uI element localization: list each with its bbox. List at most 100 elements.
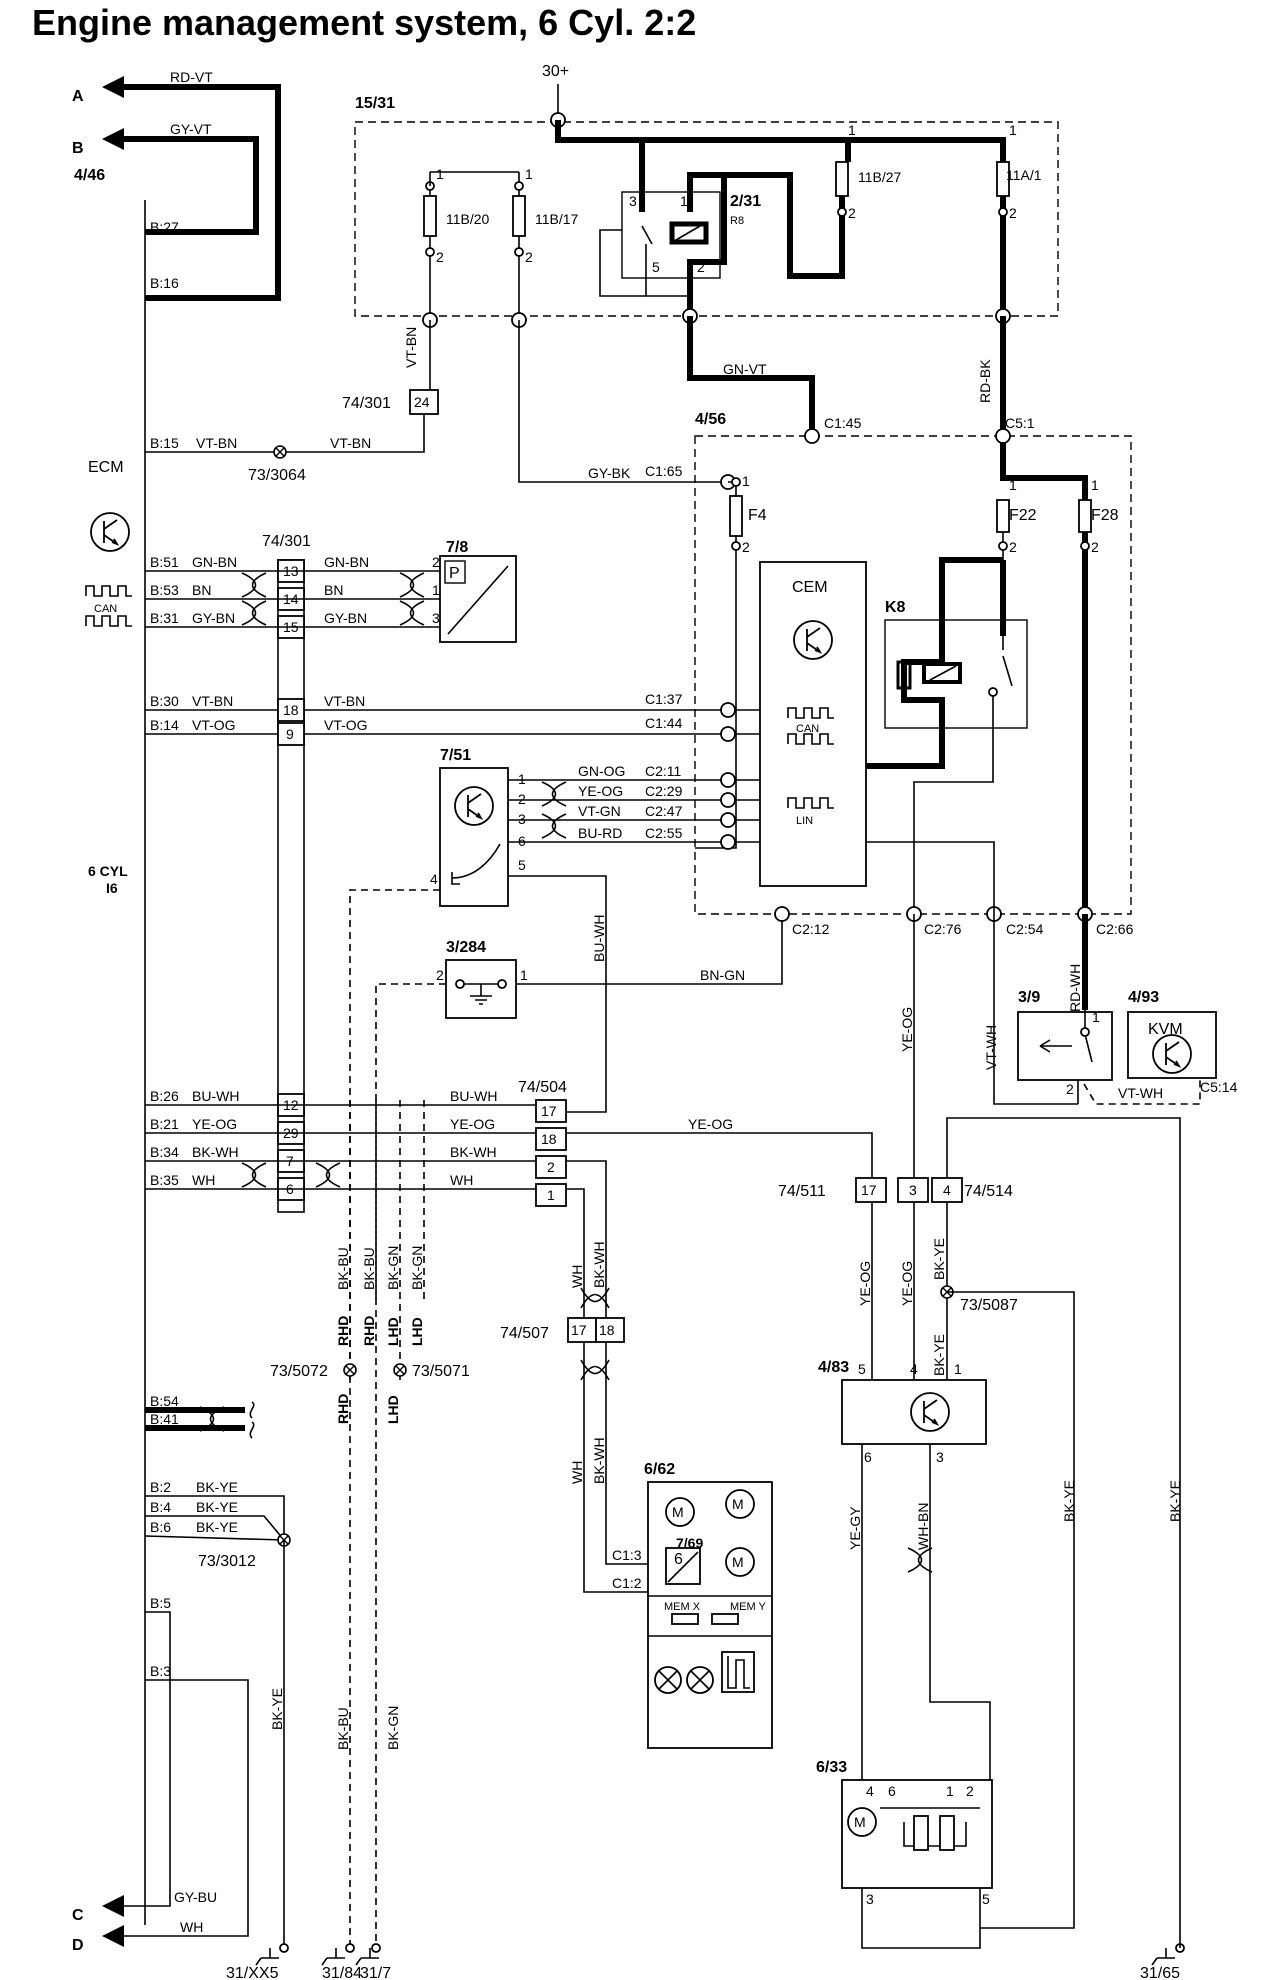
svg-text:2: 2: [525, 249, 533, 265]
pin-b27: B:27: [150, 219, 179, 235]
svg-text:2: 2: [547, 1159, 555, 1175]
svg-text:2: 2: [432, 554, 440, 570]
wire-rd-wh-label: RD-WH: [1067, 964, 1083, 1012]
wire-bk-ye-bundle: [144, 1495, 285, 1541]
svg-text:M: M: [672, 1504, 684, 1520]
wire-wh-1: WH: [192, 1172, 215, 1188]
wire-ye-og-3: YE-OG: [688, 1116, 733, 1132]
fuse-11a1: 1 2 11A/1: [995, 122, 1042, 324]
wire-vt-bn-1: VT-BN: [196, 435, 237, 451]
wire-bk-wh-vertical-2: BK-WH: [591, 1437, 607, 1484]
svg-text:LIN: LIN: [796, 815, 813, 827]
svg-text:3/9: 3/9: [1018, 989, 1040, 1006]
wire-ye-og-751: YE-OG: [578, 783, 623, 799]
fuse-11b27: 1 2 11B/27: [724, 122, 902, 279]
engine-type-label: I6: [106, 880, 118, 896]
svg-text:1: 1: [525, 166, 533, 182]
svg-text:6/62: 6/62: [644, 1461, 675, 1478]
wire-bk-wh-2: BK-WH: [450, 1144, 497, 1160]
arrow-c-icon: [102, 1895, 124, 1917]
wire-bu-wh-751: [508, 875, 607, 1113]
svg-text:7/69: 7/69: [676, 1535, 703, 1551]
svg-text:1: 1: [946, 1783, 954, 1799]
wire-gy-bk-label: GY-BK: [588, 465, 631, 481]
svg-text:4: 4: [430, 871, 438, 887]
lin-wires: [508, 779, 760, 843]
svg-text:6: 6: [888, 1783, 896, 1799]
wire-vt-bn-vertical: VT-BN: [403, 327, 419, 368]
page-title: Engine management system, 6 Cyl. 2:2: [32, 2, 697, 43]
svg-text:1: 1: [520, 967, 528, 983]
svg-text:5: 5: [518, 857, 526, 873]
splice-5071-label: 73/5071: [412, 1363, 470, 1380]
wire-ye-og-2: YE-OG: [450, 1116, 495, 1132]
wire-bk-ye-2: BK-YE: [196, 1499, 238, 1515]
pin-c2-29: C2:29: [645, 783, 683, 799]
svg-text:7/8: 7/8: [446, 539, 468, 556]
sensor-7-51: 7/51 1 2 3 6 5 4: [430, 747, 526, 907]
svg-text:2: 2: [518, 791, 526, 807]
splice-5072-icon: [343, 1363, 357, 1377]
wire-bu-wh-vertical: BU-WH: [591, 915, 607, 962]
wire-6-33-bottom: [861, 1888, 981, 1949]
svg-text:17: 17: [861, 1182, 877, 1198]
wire-b5-b3: [122, 1611, 249, 1937]
twist-483-icon: [907, 1547, 933, 1573]
wire-wh-d: WH: [180, 1919, 203, 1935]
wire-vt-wh: [993, 914, 1078, 1105]
svg-text:1: 1: [1009, 477, 1017, 493]
wire-gy-vt: GY-VT: [170, 121, 212, 137]
pin-b5: B:5: [150, 1595, 171, 1611]
pin-c2-54: C2:54: [1006, 921, 1044, 937]
svg-text:11B/27: 11B/27: [858, 169, 902, 185]
svg-text:4/93: 4/93: [1128, 989, 1159, 1006]
svg-text:1: 1: [680, 193, 688, 209]
wire-rd-vt: RD-VT: [170, 69, 213, 85]
pin-c5-1: C5:1: [1005, 415, 1035, 431]
wire-ye-og-514: YE-OG: [899, 1261, 915, 1306]
wire-gy-bk: [518, 320, 728, 483]
wire-bu-rd: BU-RD: [578, 825, 622, 841]
svg-text:1: 1: [848, 122, 856, 138]
svg-text:2: 2: [697, 259, 705, 275]
connector-74-301-top-label: 74/301: [342, 395, 391, 412]
pin-c1-45: C1:45: [824, 415, 862, 431]
wire-bu-wh-1: BU-WH: [192, 1088, 239, 1104]
pin-b14: B:14: [150, 717, 179, 733]
svg-text:2/31: 2/31: [730, 193, 761, 210]
sensor-7-8: P 7/8 2 1 3: [432, 539, 517, 643]
cem-box-label: 4/56: [695, 411, 726, 428]
svg-text:2: 2: [1091, 539, 1099, 555]
cem-lin-icon: LIN: [787, 797, 834, 827]
connector-74-504-label: 74/504: [518, 1079, 567, 1096]
wire-gn-bn-1: GN-BN: [192, 554, 237, 570]
svg-text:3: 3: [936, 1449, 944, 1465]
wire-bn-gn-label: BN-GN: [700, 967, 745, 983]
rhd-label-3: RHD: [335, 1394, 351, 1424]
svg-text:C1:3: C1:3: [612, 1547, 642, 1563]
pin-c1-44: C1:44: [645, 715, 683, 731]
wire-bk-gn-low: BK-GN: [385, 1706, 401, 1750]
wire-bk-wh-and-wh: [145, 1160, 536, 1190]
svg-text:C1:2: C1:2: [612, 1575, 642, 1591]
svg-text:3: 3: [909, 1182, 917, 1198]
splice-5072-label: 73/5072: [270, 1363, 328, 1380]
wires-4-83-down: [861, 1444, 991, 1780]
svg-text:F22: F22: [1009, 507, 1037, 524]
wire-bk-wh-1: BK-WH: [192, 1144, 239, 1160]
wire-bu-wh-2: BU-WH: [450, 1088, 497, 1104]
pin-c2-12: C2:12: [792, 921, 830, 937]
svg-text:74/511: 74/511: [778, 1183, 826, 1200]
wire-vt-bn-b30: VT-BN: [192, 693, 233, 709]
pin-b15: B:15: [150, 435, 179, 451]
wire-bk-ye-right-label: BK-YE: [1167, 1480, 1183, 1522]
fusebox-label: 15/31: [355, 95, 395, 112]
twist-can-1-icon: [241, 572, 267, 598]
control-unit-4-83: 4/83 5 4 1 6 3: [818, 1359, 987, 1465]
svg-text:17: 17: [541, 1103, 557, 1119]
connector-74-301-label: 74/301: [262, 533, 311, 550]
splice-5071-icon: [393, 1363, 407, 1377]
arrow-b: [102, 128, 259, 235]
svg-text:1: 1: [1009, 122, 1017, 138]
